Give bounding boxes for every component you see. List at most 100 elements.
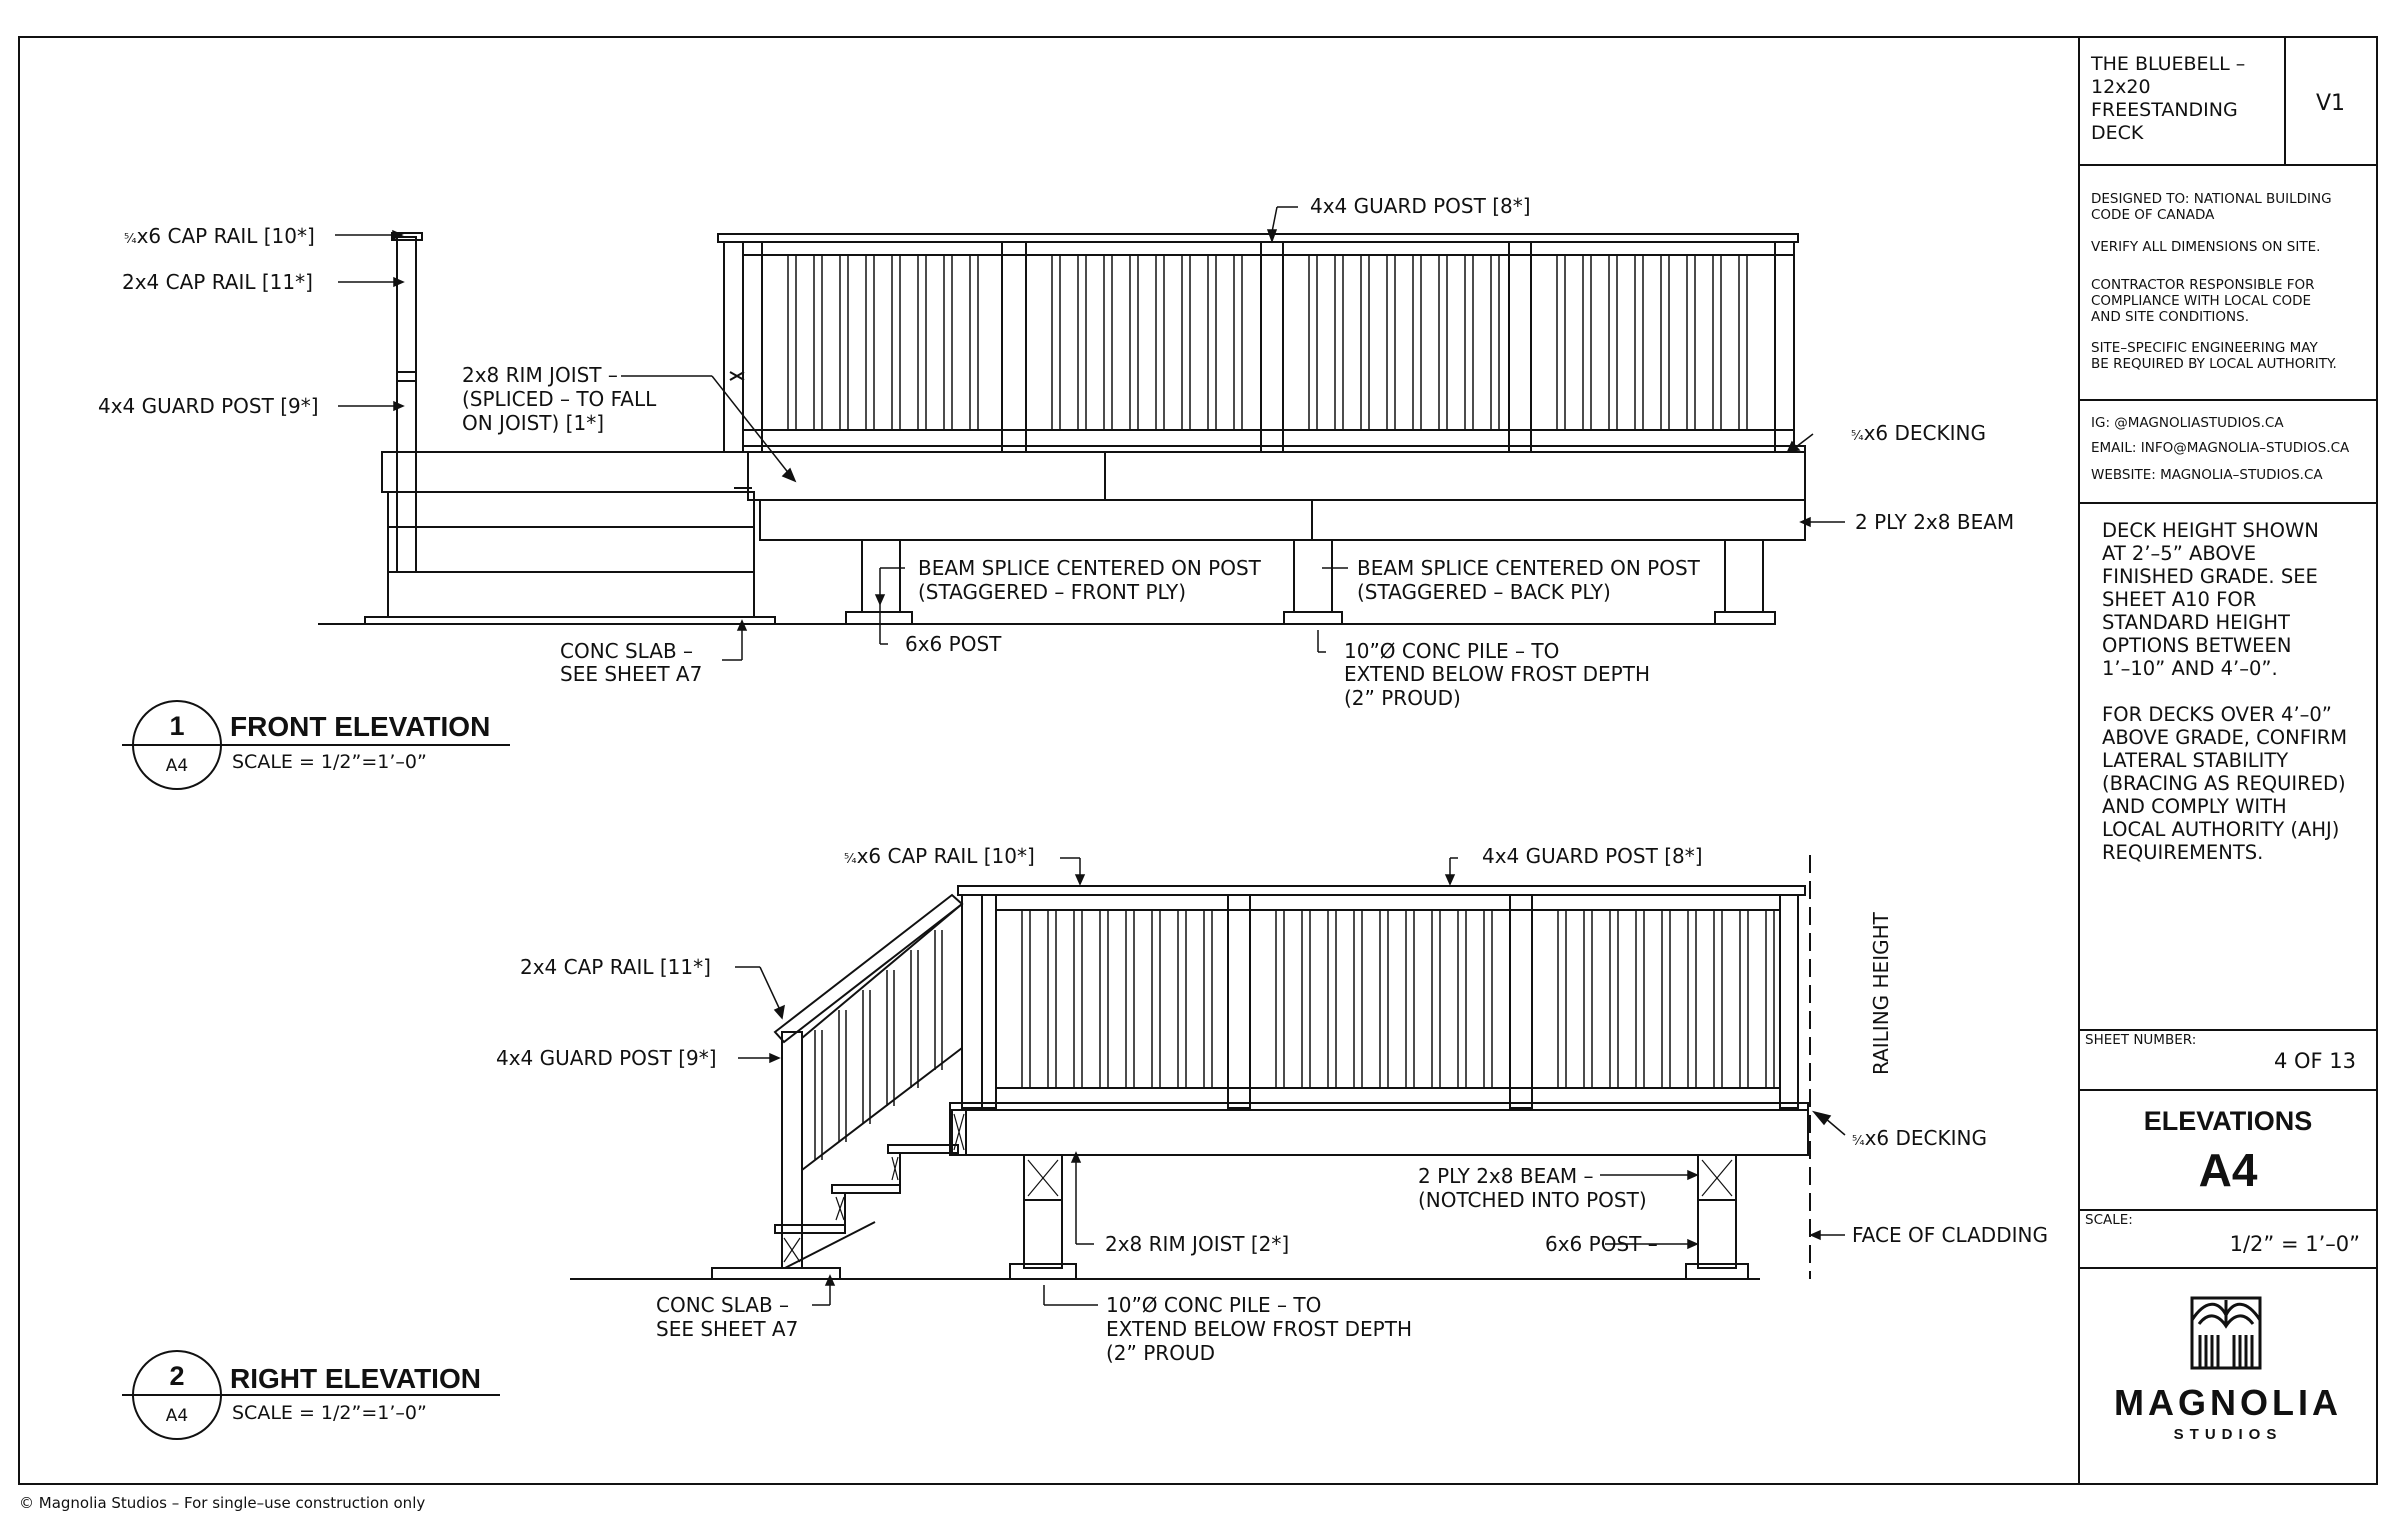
height-note-line: OPTIONS BETWEEN	[2102, 634, 2291, 657]
front-label-splice-front-2: (STAGGERED – FRONT PLY)	[918, 580, 1186, 604]
right-leaders	[735, 857, 1846, 1306]
front-label-slab-2: SEE SHEET A7	[560, 662, 702, 686]
note-line-6: AND SITE CONDITIONS.	[2091, 309, 2249, 325]
height-note-line: SHEET A10 FOR	[2102, 588, 2256, 611]
front-elevation-drawing	[318, 232, 1806, 625]
contact-ig: IG: @MAGNOLIASTUDIOS.CA	[2091, 415, 2284, 431]
sheet-title: ELEVATIONS	[2144, 1106, 2313, 1136]
contact-website: WEBSITE: MAGNOLIA–STUDIOS.CA	[2091, 467, 2323, 483]
right-label-beam-1: 2 PLY 2x8 BEAM –	[1418, 1164, 1594, 1188]
note-line-2: CODE OF CANADA	[2091, 207, 2215, 223]
note-line-3: VERIFY ALL DIMENSIONS ON SITE.	[2091, 239, 2320, 255]
label-text: x6 DECKING	[1864, 421, 1986, 445]
label-text: x6 DECKING	[1865, 1126, 1987, 1150]
front-label-decking: ⁵⁄₄x6 DECKING	[1851, 421, 1986, 445]
copyright-footer: © Magnolia Studios – For single–use cons…	[19, 1494, 425, 1512]
height-note-line: AND COMPLY WITH	[2102, 795, 2287, 818]
scale-value: 1/2” = 1’–0”	[2230, 1232, 2360, 1256]
sheet-number: 4 OF 13	[2274, 1049, 2356, 1073]
right-post-hatching	[783, 1113, 1733, 1263]
front-label-post: 6x6 POST	[905, 632, 1002, 656]
fraction-5-4-icon: ⁵⁄₄	[1851, 429, 1864, 444]
height-note-line: (BRACING AS REQUIRED)	[2102, 772, 2346, 795]
right-label-slab-2: SEE SHEET A7	[656, 1317, 798, 1341]
height-note-line: FINISHED GRADE. SEE	[2102, 565, 2318, 588]
right-label-guard-post-9: 4x4 GUARD POST [9*]	[496, 1046, 717, 1070]
front-label-splice-back-2: (STAGGERED – BACK PLY)	[1357, 580, 1611, 604]
right-label-pile-1: 10”Ø CONC PILE – TO	[1106, 1293, 1321, 1317]
label-text: x6 CAP RAIL [10*]	[137, 224, 315, 248]
scale-label: SCALE:	[2085, 1212, 2133, 1228]
right-label-railing-height: RAILING HEIGHT	[1869, 911, 1893, 1075]
right-label-cap-rail-11: 2x4 CAP RAIL [11*]	[520, 955, 711, 979]
note-line-7: SITE–SPECIFIC ENGINEERING MAY	[2091, 340, 2318, 356]
front-label-guard-post-9: 4x4 GUARD POST [9*]	[98, 394, 319, 418]
right-label-pile-2: EXTEND BELOW FROST DEPTH	[1106, 1317, 1412, 1341]
front-label-cap-rail-10: ⁵⁄₄x6 CAP RAIL [10*]	[124, 224, 315, 248]
front-label-beam: 2 PLY 2x8 BEAM	[1855, 510, 2014, 534]
front-label-rim-joist-1: 2x8 RIM JOIST –	[462, 363, 618, 387]
note-line-1: DESIGNED TO: NATIONAL BUILDING	[2091, 191, 2332, 207]
right-label-cladding: FACE OF CLADDING	[1852, 1223, 2048, 1247]
fraction-5-4-icon: ⁵⁄₄	[1852, 1134, 1865, 1149]
front-label-rim-joist-2: (SPLICED – TO FALL	[462, 387, 657, 411]
sheet-number-label: SHEET NUMBER:	[2085, 1032, 2196, 1048]
front-label-pile-2: EXTEND BELOW FROST DEPTH	[1344, 662, 1650, 686]
right-elevation-number: 2	[169, 1361, 184, 1391]
front-balusters	[787, 255, 1748, 430]
sheet-border	[18, 36, 2378, 1485]
front-label-splice-back-1: BEAM SPLICE CENTERED ON POST	[1357, 556, 1701, 580]
front-label-pile-1: 10”Ø CONC PILE – TO	[1344, 639, 1559, 663]
height-note-line: 1’–10” AND 4’–0”.	[2102, 657, 2278, 680]
fraction-5-4-icon: ⁵⁄₄	[844, 852, 857, 867]
right-label-slab-1: CONC SLAB –	[656, 1293, 789, 1317]
note-line-4: CONTRACTOR RESPONSIBLE FOR	[2091, 277, 2314, 293]
right-label-pile-3: (2” PROUD	[1106, 1341, 1215, 1365]
front-label-guard-post-8: 4x4 GUARD POST [8*]	[1310, 194, 1531, 218]
title-block	[2078, 37, 2377, 1484]
project-title-line-4: DECK	[2091, 122, 2144, 144]
project-title-line-1: THE BLUEBELL –	[2090, 53, 2245, 75]
height-note-line: AT 2’–5” ABOVE	[2102, 542, 2256, 565]
height-note-line: ABOVE GRADE, CONFIRM	[2102, 726, 2347, 749]
logo-name: MAGNOLIA	[2114, 1382, 2342, 1423]
front-label-splice-front-1: BEAM SPLICE CENTERED ON POST	[918, 556, 1262, 580]
front-elevation-marker	[122, 700, 510, 790]
note-line-8: BE REQUIRED BY LOCAL AUTHORITY.	[2091, 356, 2337, 372]
height-note-line: LOCAL AUTHORITY (AHJ)	[2102, 818, 2339, 841]
right-label-beam-2: (NOTCHED INTO POST)	[1418, 1188, 1647, 1212]
front-elevation-title: FRONT ELEVATION	[230, 711, 490, 742]
height-note-line: STANDARD HEIGHT	[2102, 611, 2290, 634]
project-title-line-2: 12x20	[2091, 76, 2151, 98]
note-line-5: COMPLIANCE WITH LOCAL CODE	[2091, 293, 2311, 309]
right-label-decking: ⁵⁄₄x6 DECKING	[1852, 1126, 1987, 1150]
version-label: V1	[2316, 91, 2345, 116]
height-note-line: LATERAL STABILITY	[2102, 749, 2288, 772]
height-note-line: FOR DECKS OVER 4’–0”	[2102, 703, 2332, 726]
height-note-line: DECK HEIGHT SHOWN	[2102, 519, 2319, 542]
sheet-id: A4	[2199, 1144, 2258, 1196]
front-elevation-scale: SCALE = 1/2”=1’–0”	[232, 751, 427, 773]
height-note-line: REQUIREMENTS.	[2102, 841, 2263, 864]
right-elevation-title: RIGHT ELEVATION	[230, 1363, 481, 1394]
front-label-pile-3: (2” PROUD)	[1344, 686, 1461, 710]
right-elevation-marker	[122, 1350, 500, 1440]
front-label-cap-rail-11: 2x4 CAP RAIL [11*]	[122, 270, 313, 294]
right-label-post: 6x6 POST –	[1545, 1232, 1658, 1256]
right-label-guard-post-8: 4x4 GUARD POST [8*]	[1482, 844, 1703, 868]
fraction-5-4-icon: ⁵⁄₄	[124, 232, 137, 247]
right-elevation-drawing	[570, 855, 1811, 1280]
front-label-rim-joist-3: ON JOIST) [1*]	[462, 411, 604, 435]
logo-sub: STUDIOS	[2174, 1426, 2283, 1443]
front-elevation-number: 1	[169, 711, 184, 741]
label-text: x6 CAP RAIL [10*]	[857, 844, 1035, 868]
contact-email: EMAIL: INFO@MAGNOLIA–STUDIOS.CA	[2091, 440, 2350, 456]
right-label-rim-joist: 2x8 RIM JOIST [2*]	[1105, 1232, 1289, 1256]
right-balusters	[814, 910, 1775, 1160]
project-title-line-3: FREESTANDING	[2091, 99, 2238, 121]
front-elevation-ref: A4	[166, 756, 188, 776]
right-elevation-scale: SCALE = 1/2”=1’–0”	[232, 1402, 427, 1424]
front-leaders	[335, 206, 1845, 661]
right-label-cap-rail-10: ⁵⁄₄x6 CAP RAIL [10*]	[844, 844, 1035, 868]
